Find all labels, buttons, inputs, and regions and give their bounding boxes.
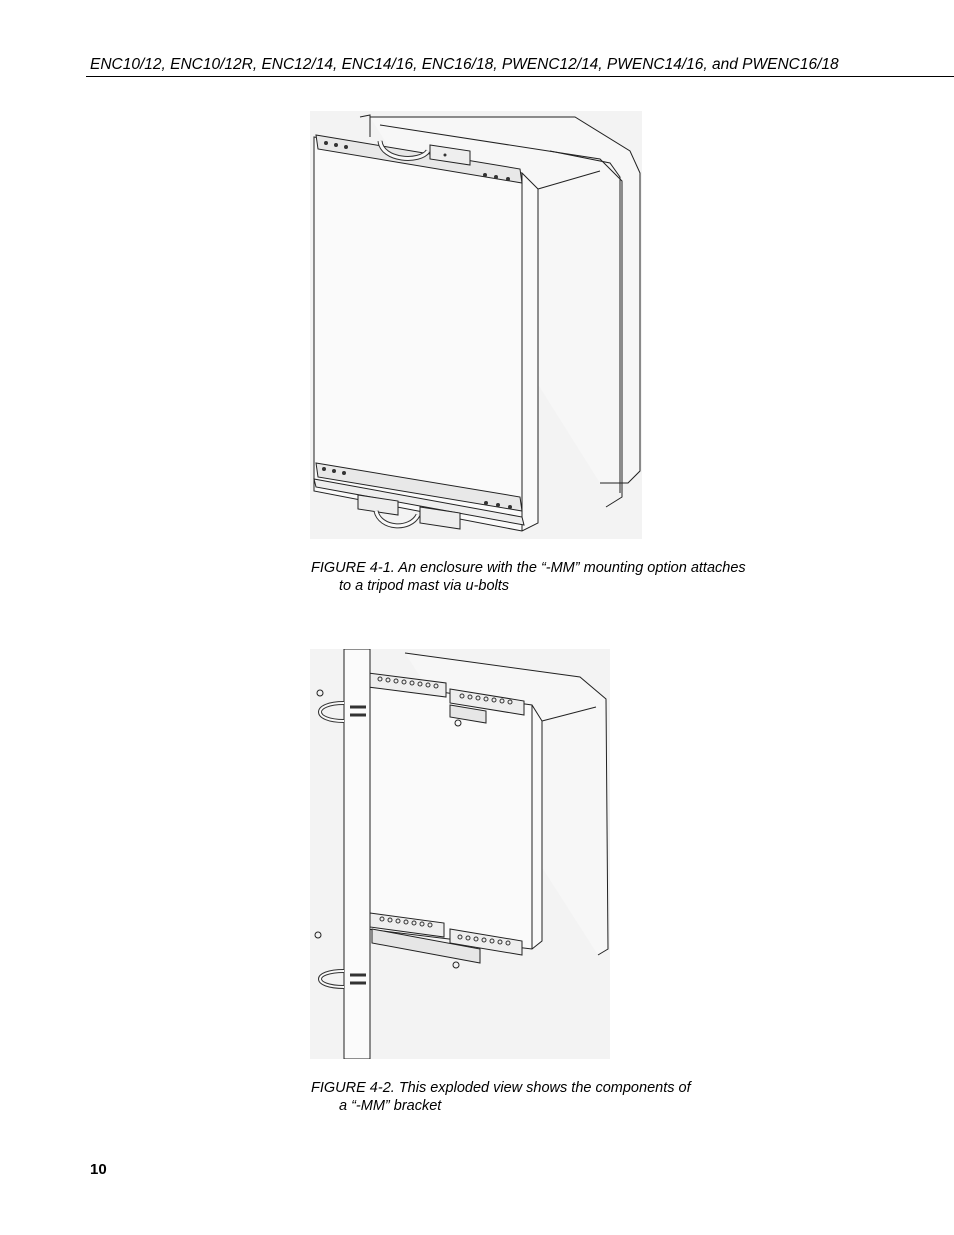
figure-enclosure-mounted <box>310 111 642 539</box>
figure-exploded-bracket <box>310 649 610 1059</box>
figure-2-caption: FIGURE 4-2. This exploded view shows the… <box>311 1079 831 1115</box>
header-rule <box>86 76 954 77</box>
page-number: 10 <box>90 1161 107 1178</box>
figure-1-caption-line2: to a tripod mast via u-bolts <box>339 578 510 594</box>
figure-2-caption-line1: FIGURE 4-2. This exploded view shows the… <box>311 1080 691 1096</box>
running-header: ENC10/12, ENC10/12R, ENC12/14, ENC14/16,… <box>90 56 839 73</box>
figure-1-caption-line1: FIGURE 4-1. An enclosure with the “-MM” … <box>311 560 746 576</box>
figure-1-caption: FIGURE 4-1. An enclosure with the “-MM” … <box>311 559 831 595</box>
figure-2-caption-line2: a “-MM” bracket <box>339 1098 442 1114</box>
